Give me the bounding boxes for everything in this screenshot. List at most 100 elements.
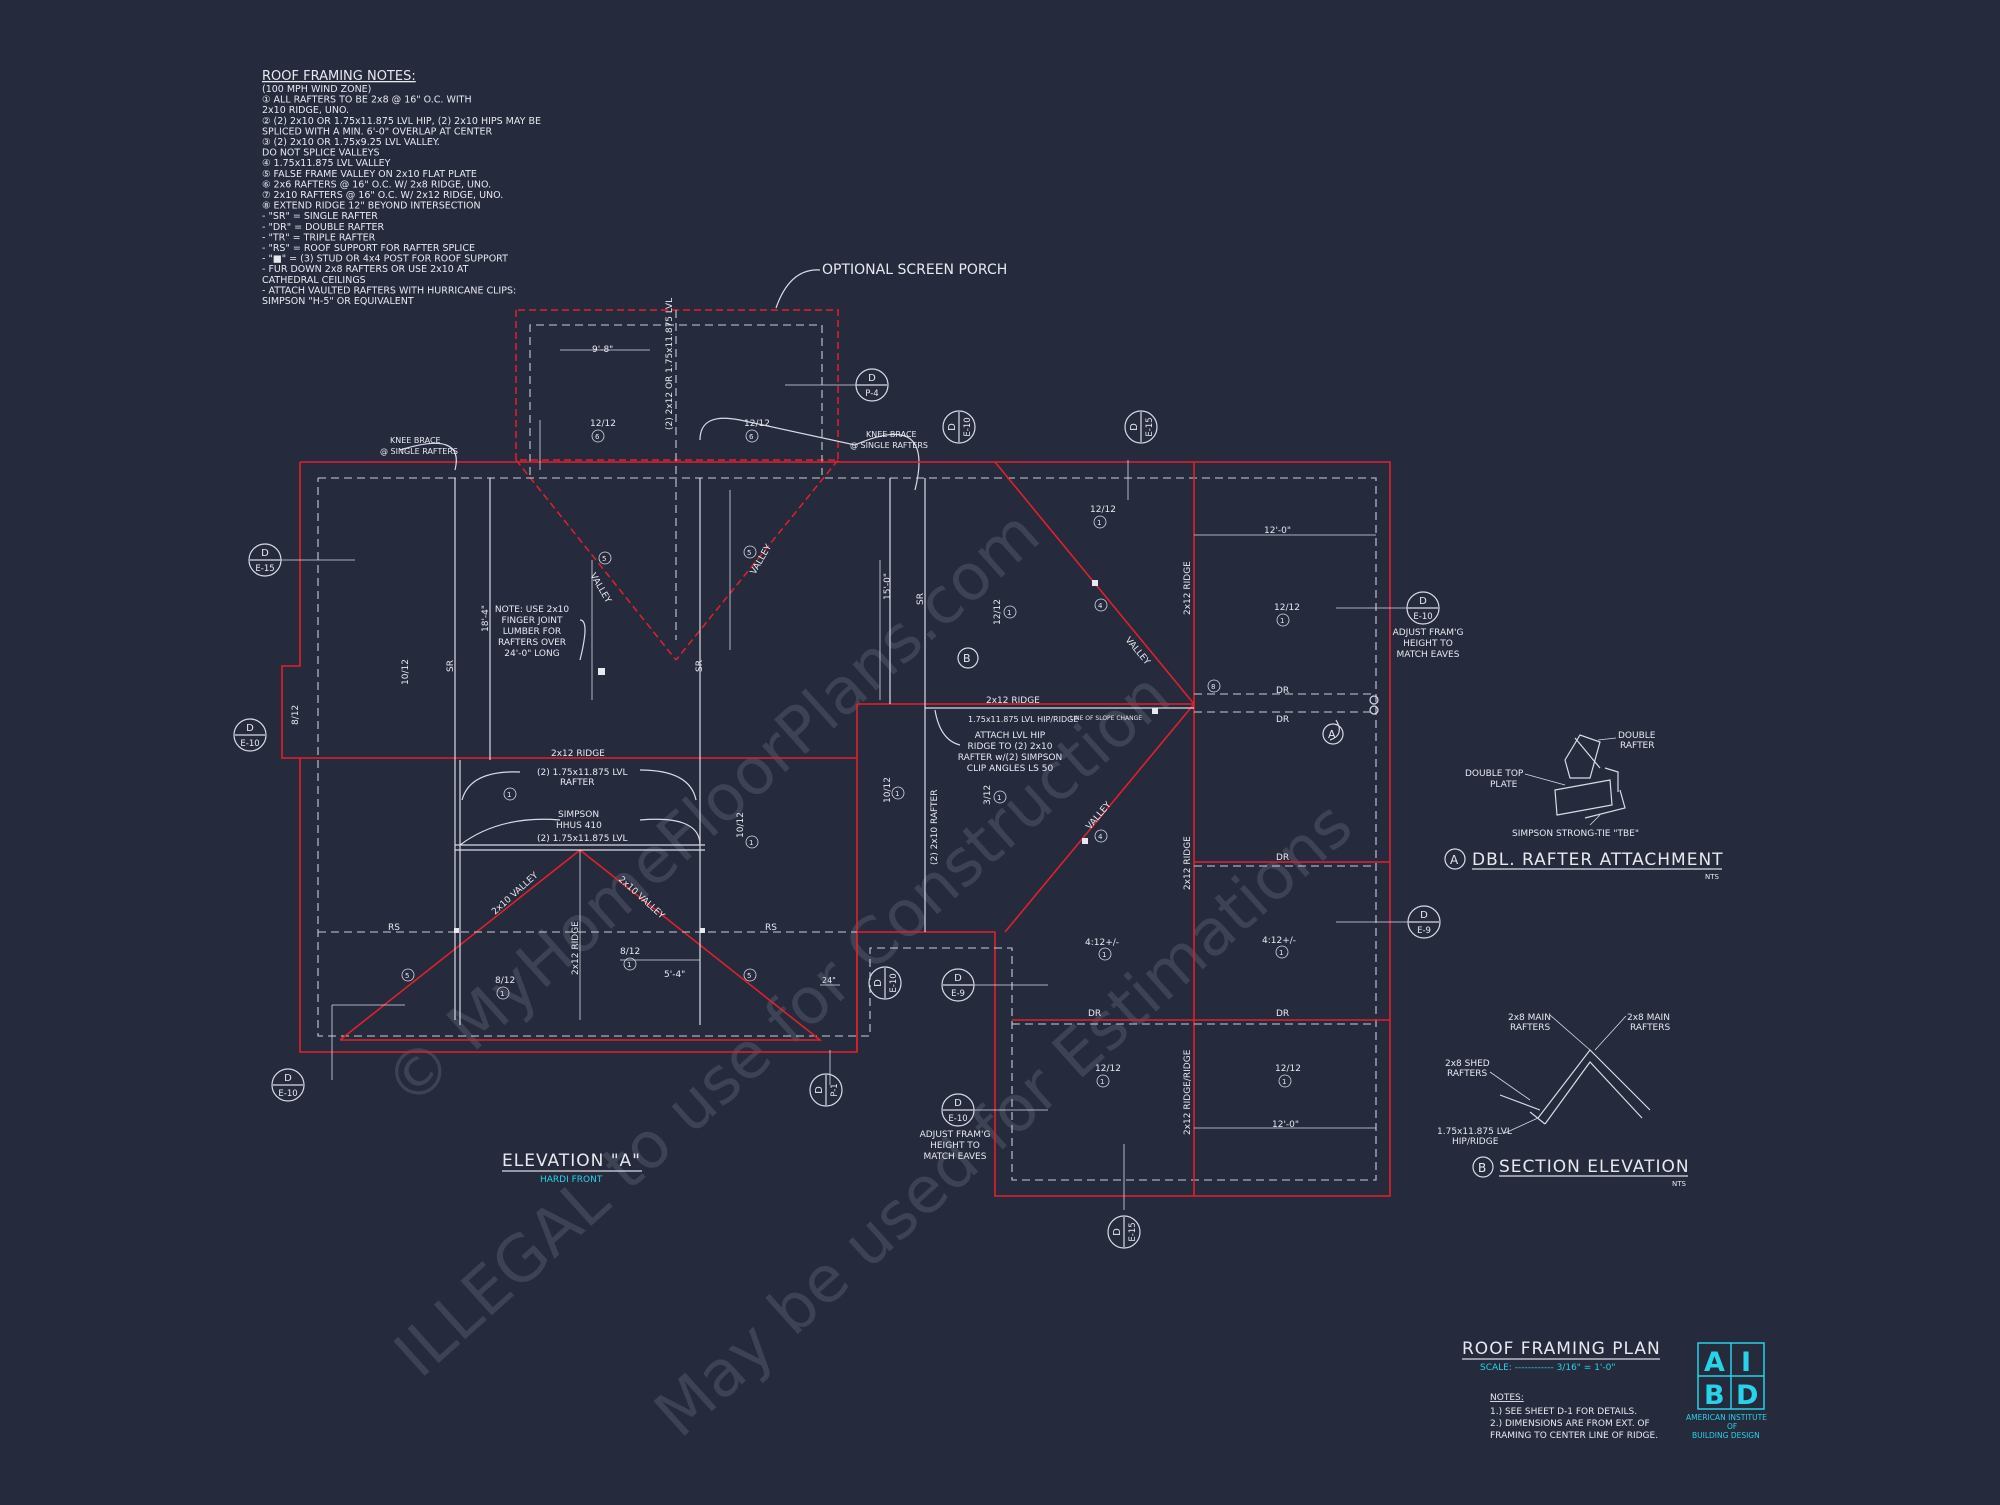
- dr-2: DR: [1276, 715, 1289, 725]
- section-tag-circle: [1406, 591, 1440, 625]
- rs-left: RS: [388, 923, 400, 933]
- pitch-3-12: 3/12: [983, 785, 993, 805]
- section-tag-circle: [942, 410, 976, 444]
- circle-5-c-text: 5: [405, 972, 409, 980]
- logo-b: B: [1704, 1380, 1725, 1411]
- pitch-12-12-e: 12/12: [1274, 603, 1300, 613]
- circle-1-h-text: 1: [1007, 609, 1011, 617]
- lvl-vertical-label: (2) 2x12 OR 1.75x11.875 LVL: [665, 298, 675, 430]
- pitch-12-12-f: 12/12: [1095, 1064, 1121, 1074]
- detail-a-marker-text: A: [1450, 853, 1459, 867]
- section-tag-letter: D: [814, 1086, 825, 1094]
- hhus-label: HHUS 410: [556, 821, 602, 831]
- section-tag-circle: [271, 1068, 305, 1102]
- circle-4-a-text: 4: [1098, 602, 1103, 610]
- circle-1-m: [1278, 1074, 1292, 1088]
- detail-b-marker: [1472, 1156, 1494, 1178]
- aibd-logo: A I B D AMERICAN INSTITUTE OF BUILDING D…: [1686, 1342, 1767, 1440]
- notes-line: ⑧ EXTEND RIDGE 12" BEYOND INTERSECTION: [262, 201, 481, 212]
- circle-1-c-text: 1: [500, 990, 504, 998]
- detail-a-marker: [1444, 848, 1466, 870]
- post-1: [1092, 580, 1098, 586]
- plan-note-3: FRAMING TO CENTER LINE OF RIDGE.: [1490, 1431, 1658, 1441]
- logo-text-3: BUILDING DESIGN: [1692, 1431, 1760, 1440]
- section-tag-sheet: P-1: [830, 1083, 840, 1096]
- elevation-subtitle: HARDI FRONT: [540, 1175, 603, 1185]
- circle-5-b: [743, 545, 757, 559]
- marker-b-plan: [957, 647, 979, 669]
- notes-line: ① ALL RAFTERS TO BE 2x8 @ 16" O.C. WITH: [262, 95, 472, 106]
- pitch-8-12-a: 8/12: [291, 705, 301, 725]
- circle-1-k-text: 1: [1279, 949, 1283, 957]
- pitch-12-12-g: 12/12: [1275, 1064, 1301, 1074]
- circle-5-d-text: 5: [747, 972, 751, 980]
- detail-b-main-1b: RAFTERS: [1510, 1023, 1551, 1033]
- detail-a-simpson: SIMPSON STRONG-TIE "TBE": [1512, 829, 1639, 839]
- knee-brace-left-1: KNEE BRACE: [390, 436, 441, 445]
- rafter-label: RAFTER: [560, 778, 595, 788]
- detail-a-leader-3: [1589, 814, 1601, 826]
- circle-1-b-text: 1: [627, 961, 631, 969]
- detail-b-main-2a: 2x8 MAIN: [1627, 1013, 1670, 1023]
- detail-a-double-rafter-1: DOUBLE: [1618, 731, 1656, 741]
- gable-ridge-label: 2x12 RIDGE: [571, 921, 581, 975]
- circle-5-c: [401, 968, 415, 982]
- section-tag: DE-9: [941, 968, 975, 1002]
- notes-line: - FUR DOWN 2x8 RAFTERS OR USE 2x10 AT: [262, 264, 469, 275]
- pitch-4-12-b: 4:12+/-: [1262, 936, 1296, 946]
- hip-lower: [1004, 703, 1195, 933]
- finger-note-line: RAFTERS OVER: [498, 638, 566, 648]
- section-tag-sheet: E-10: [1413, 612, 1432, 622]
- detail-a-top-plate-2: PLATE: [1490, 780, 1518, 790]
- two-lvl-rafter: (2) 1.75x11.875 LVL: [537, 768, 628, 778]
- notes-line: - ATTACH VAULTED RAFTERS WITH HURRICANE …: [262, 285, 516, 296]
- watermark-line-1: © MyHomeFloorPlans.com: [371, 497, 1054, 1122]
- section-tag-circle: [1107, 1215, 1141, 1249]
- adjust-note-line: HEIGHT TO: [930, 1141, 980, 1151]
- post-4: [598, 668, 605, 675]
- notes-line: - "DR" = DOUBLE RAFTER: [262, 222, 384, 233]
- notes-line: - "■" = (3) STUD OR 4x4 POST FOR ROOF SU…: [262, 254, 508, 265]
- marker-a-plan-text: A: [1328, 728, 1336, 741]
- detail-b-nts: NTS: [1672, 1180, 1687, 1188]
- notes-line: 2x10 RIDGE, UNO.: [262, 105, 349, 116]
- section-tag-circle: [233, 718, 267, 752]
- end-circle-2: [1369, 705, 1379, 715]
- post-6: [700, 928, 705, 933]
- section-tag-letter: D: [1420, 910, 1428, 921]
- circle-1-e-text: 1: [895, 790, 899, 798]
- section-tag: DE-9: [1407, 905, 1441, 939]
- notes-line: ⑦ 2x10 RAFTERS @ 16" O.C. W/ 2x12 RIDGE,…: [262, 190, 503, 201]
- finger-note-line: 24'-0" LONG: [504, 649, 559, 659]
- section-tag-circle: [868, 966, 902, 1000]
- detail-b-leader-4: [1504, 1117, 1539, 1134]
- pitch-4-12-a: 4:12+/-: [1085, 938, 1119, 948]
- ridge-label-mid: 2x12 RIDGE: [986, 696, 1040, 706]
- circle-1-f: [993, 790, 1007, 804]
- sr-3: SR: [916, 593, 926, 605]
- section-tag: DE-10: [271, 1068, 305, 1102]
- detail-b-main-1a: 2x8 MAIN: [1508, 1013, 1551, 1023]
- knee-brace-leader-right: [699, 417, 920, 491]
- post-5: [454, 928, 459, 933]
- circle-1-j: [1098, 947, 1112, 961]
- logo-text-1: AMERICAN INSTITUTE: [1686, 1413, 1767, 1422]
- circle-6-right-text: 6: [749, 433, 754, 441]
- valley-right: [675, 459, 839, 661]
- porch-leader: [775, 269, 821, 309]
- circle-6-right: [745, 429, 759, 443]
- adjust-note-line: ADJUST FRAM'G: [920, 1130, 991, 1140]
- circle-8: [1207, 679, 1221, 693]
- logo-i: I: [1741, 1347, 1751, 1378]
- plan-notes-head: NOTES:: [1490, 1393, 1524, 1403]
- dr-3: DR: [1276, 853, 1289, 863]
- porch-inner-line: [529, 324, 823, 475]
- ridge-vert-label-2: 2x12 RIDGE: [1183, 836, 1193, 890]
- pitch-10-12-b: 10/12: [736, 812, 746, 838]
- section-tag-letter: D: [261, 548, 269, 559]
